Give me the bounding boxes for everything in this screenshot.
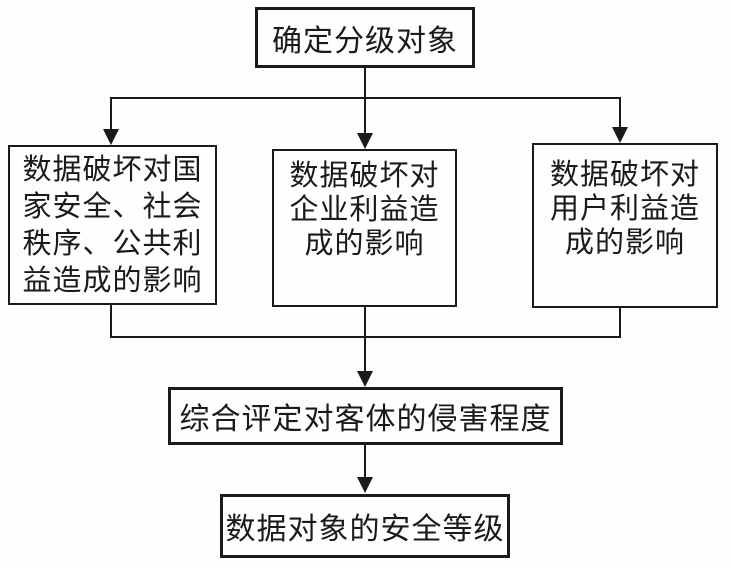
connector-left-merge — [110, 305, 112, 338]
node-label-line: 益造成的影响 — [22, 265, 203, 297]
node-label-line: 成的影响 — [564, 227, 685, 259]
node-label-line: 用户利益造 — [549, 193, 700, 225]
arrowhead-down-icon — [612, 127, 628, 143]
node-label-line: 家安全、社会 — [22, 191, 203, 223]
node-assessment: 综合评定对客体的侵害程度 — [168, 387, 563, 445]
arrowhead-down-icon — [357, 371, 373, 387]
arrowhead-down-icon — [357, 477, 373, 493]
node-security-level: 数据对象的安全等级 — [220, 494, 510, 558]
connector-final-stem — [364, 445, 366, 478]
node-impact-enterprise: 数据破坏对 企业利益造 成的影响 — [272, 149, 457, 307]
connector-right-merge — [619, 308, 621, 338]
arrowhead-down-icon — [103, 129, 119, 145]
node-label-line: 数据破坏对国 — [22, 154, 203, 186]
node-label: 确定分级对象 — [272, 24, 458, 58]
node-label-line: 秩序、公共利 — [22, 228, 203, 260]
node-label: 综合评定对客体的侵害程度 — [179, 403, 552, 436]
connector-root-stem — [364, 68, 366, 134]
connector-bottom-branch — [110, 336, 621, 338]
connector-center-merge — [364, 307, 366, 372]
node-impact-user: 数据破坏对 用户利益造 成的影响 — [532, 143, 718, 308]
node-determine-object: 确定分级对象 — [255, 7, 475, 68]
node-label: 数据对象的安全等级 — [225, 513, 505, 546]
node-label-line: 数据破坏对 — [549, 159, 700, 191]
connector-top-branch — [110, 97, 621, 99]
node-impact-national: 数据破坏对国 家安全、社会 秩序、公共利 益造成的影响 — [8, 145, 217, 305]
node-label-line: 数据破坏对 — [289, 160, 440, 192]
node-label-line: 企业利益造 — [289, 194, 440, 226]
node-label-line: 成的影响 — [304, 228, 425, 260]
arrowhead-down-icon — [357, 133, 373, 149]
connector-left-drop — [110, 97, 112, 130]
connector-right-drop — [619, 97, 621, 128]
